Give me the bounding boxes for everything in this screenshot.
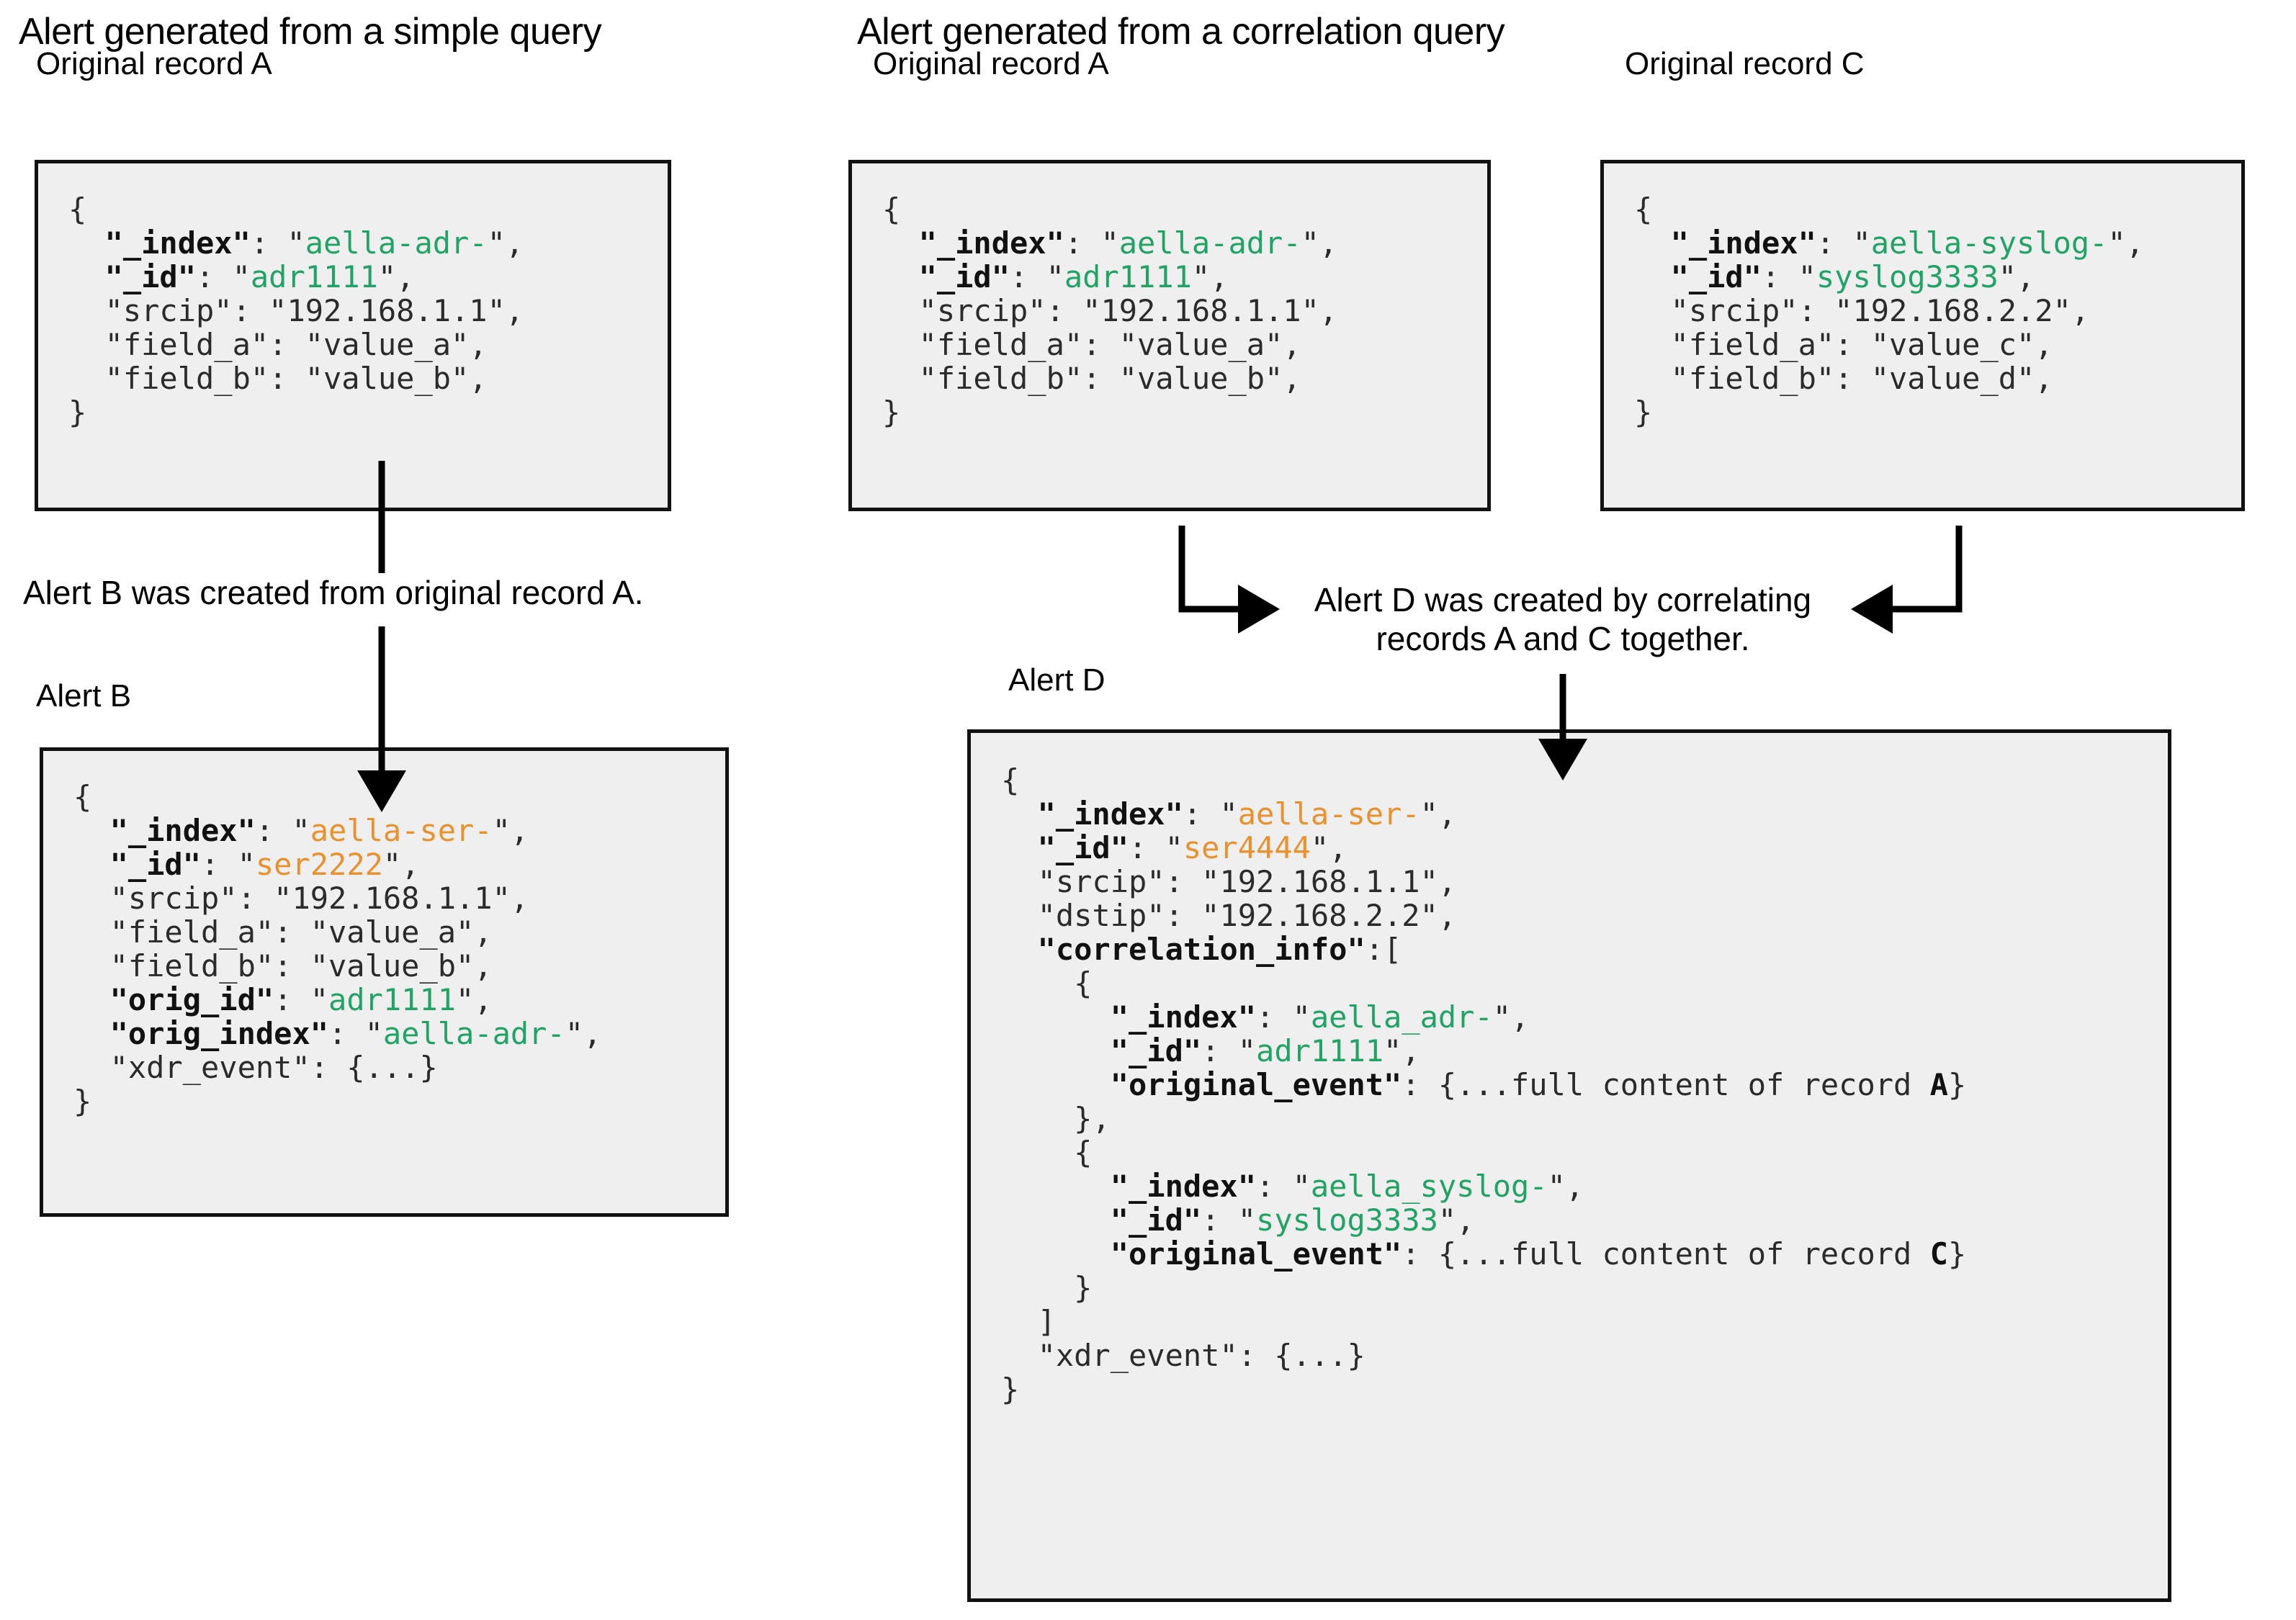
json-box-original-record-a-right: { "_index": "aella-adr-", "_id": "adr111… xyxy=(848,160,1491,511)
json-box-alert-b: { "_index": "aella-ser-", "_id": "ser222… xyxy=(40,747,729,1217)
code-original-record-a-left: { "_index": "aella-adr-", "_id": "adr111… xyxy=(68,192,524,430)
arrowhead-correlation-right xyxy=(1851,585,1893,634)
label-original-record-a-right: Original record A xyxy=(873,46,1109,81)
code-original-record-c: { "_index": "aella-syslog-", "_id": "sys… xyxy=(1634,192,2145,430)
code-alert-d: { "_index": "aella-ser-", "_id": "ser444… xyxy=(1001,762,1967,1407)
section-title-simple-query: Alert generated from a simple query xyxy=(19,11,602,53)
json-box-original-record-a-left: { "_index": "aella-adr-", "_id": "adr111… xyxy=(35,160,671,511)
label-alert-d: Alert D xyxy=(1008,662,1106,698)
json-box-alert-d: { "_index": "aella-ser-", "_id": "ser444… xyxy=(967,729,2171,1602)
label-original-record-c: Original record C xyxy=(1625,46,1865,81)
code-original-record-a-right: { "_index": "aella-adr-", "_id": "adr111… xyxy=(882,192,1338,430)
caption-alert-b-created: Alert B was created from original record… xyxy=(23,574,644,611)
arrow-record-c-to-alert-d xyxy=(1881,526,1963,613)
label-original-record-a-left: Original record A xyxy=(36,46,272,81)
caption-alert-d-created: Alert D was created by correlating recor… xyxy=(1314,581,1812,658)
section-title-correlation-query: Alert generated from a correlation query xyxy=(857,11,1505,53)
code-alert-b: { "_index": "aella-ser-", "_id": "ser222… xyxy=(73,779,602,1119)
label-alert-b: Alert B xyxy=(36,678,132,714)
arrowhead-correlation-left xyxy=(1238,585,1280,634)
json-box-original-record-c: { "_index": "aella-syslog-", "_id": "sys… xyxy=(1600,160,2245,511)
arrow-record-a-to-alert-d xyxy=(1178,526,1250,613)
